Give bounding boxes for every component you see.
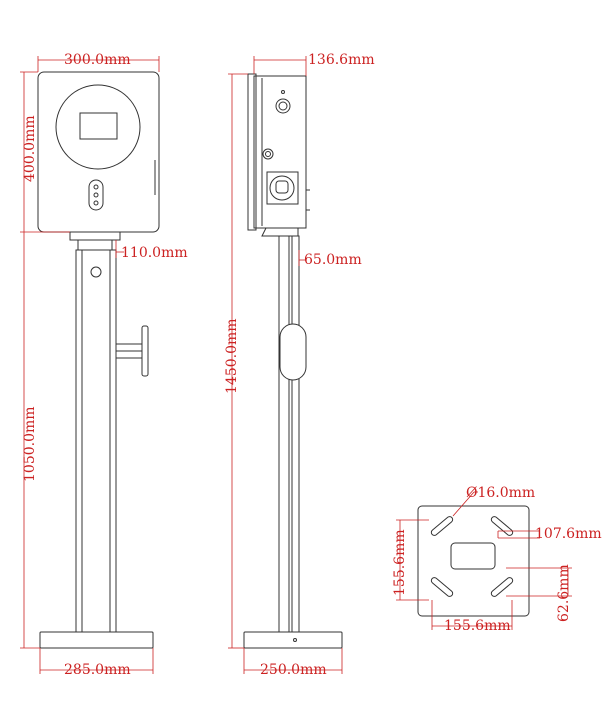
- dim-box-height: 400.0mm: [22, 115, 38, 182]
- box-back-plate: [247, 73, 257, 231]
- indicator-panel: [88, 179, 104, 211]
- dim-box-width: 300.0mm: [64, 52, 131, 68]
- post-hole: [90, 266, 102, 278]
- charger-box-side: [253, 75, 307, 229]
- status-lamp: [262, 148, 274, 160]
- emergency-button: [275, 98, 291, 114]
- dim-slot-spacing-y: 62.6mm: [556, 564, 572, 622]
- base-plate: [417, 505, 530, 617]
- dim-plate-height: 155.6mm: [392, 529, 408, 596]
- base-plate-top-view: [417, 505, 530, 617]
- base-front: [39, 631, 154, 649]
- dim-post-width: 110.0mm: [121, 245, 188, 261]
- mounting-slot-br: [490, 577, 514, 597]
- charger-box-front: [37, 71, 160, 233]
- dim-post-depth: 65.0mm: [304, 252, 362, 268]
- mounting-slot-tr: [490, 516, 514, 536]
- dim-plate-width: 155.6mm: [444, 618, 511, 634]
- mount-bracket-front: [69, 231, 121, 241]
- side-dimensions: 136.6mm 65.0mm 1450.0mm 250.0mm: [224, 52, 375, 678]
- cable-holder-side: [279, 323, 307, 381]
- display-ring: [55, 84, 141, 170]
- base-side: [243, 631, 343, 649]
- front-view: [37, 71, 160, 649]
- mounting-slot-tl: [430, 516, 454, 536]
- side-view: [243, 73, 343, 649]
- dim-box-depth: 136.6mm: [308, 52, 375, 68]
- dim-base-width-side: 250.0mm: [260, 662, 327, 678]
- dim-hole-diameter: Ø16.0mm: [466, 485, 535, 501]
- mounting-slot-bl: [430, 577, 454, 597]
- side-bracket: [261, 227, 299, 237]
- front-dimensions: 300.0mm 400.0mm 110.0mm 1050.0mm 285.0mm: [20, 52, 188, 678]
- dim-base-width-front: 285.0mm: [64, 662, 131, 678]
- base-plate-dimensions: Ø16.0mm 107.6mm 155.6mm 155.6mm 62.6mm: [392, 485, 602, 634]
- dim-total-height: 1450.0mm: [224, 318, 240, 394]
- center-cutout: [450, 542, 496, 570]
- dim-post-height: 1050.0mm: [22, 406, 38, 482]
- charging-socket: [266, 171, 299, 205]
- cable-hook-plate: [141, 325, 149, 377]
- display-screen: [79, 112, 118, 140]
- dim-slot-spacing-x: 107.6mm: [535, 526, 602, 542]
